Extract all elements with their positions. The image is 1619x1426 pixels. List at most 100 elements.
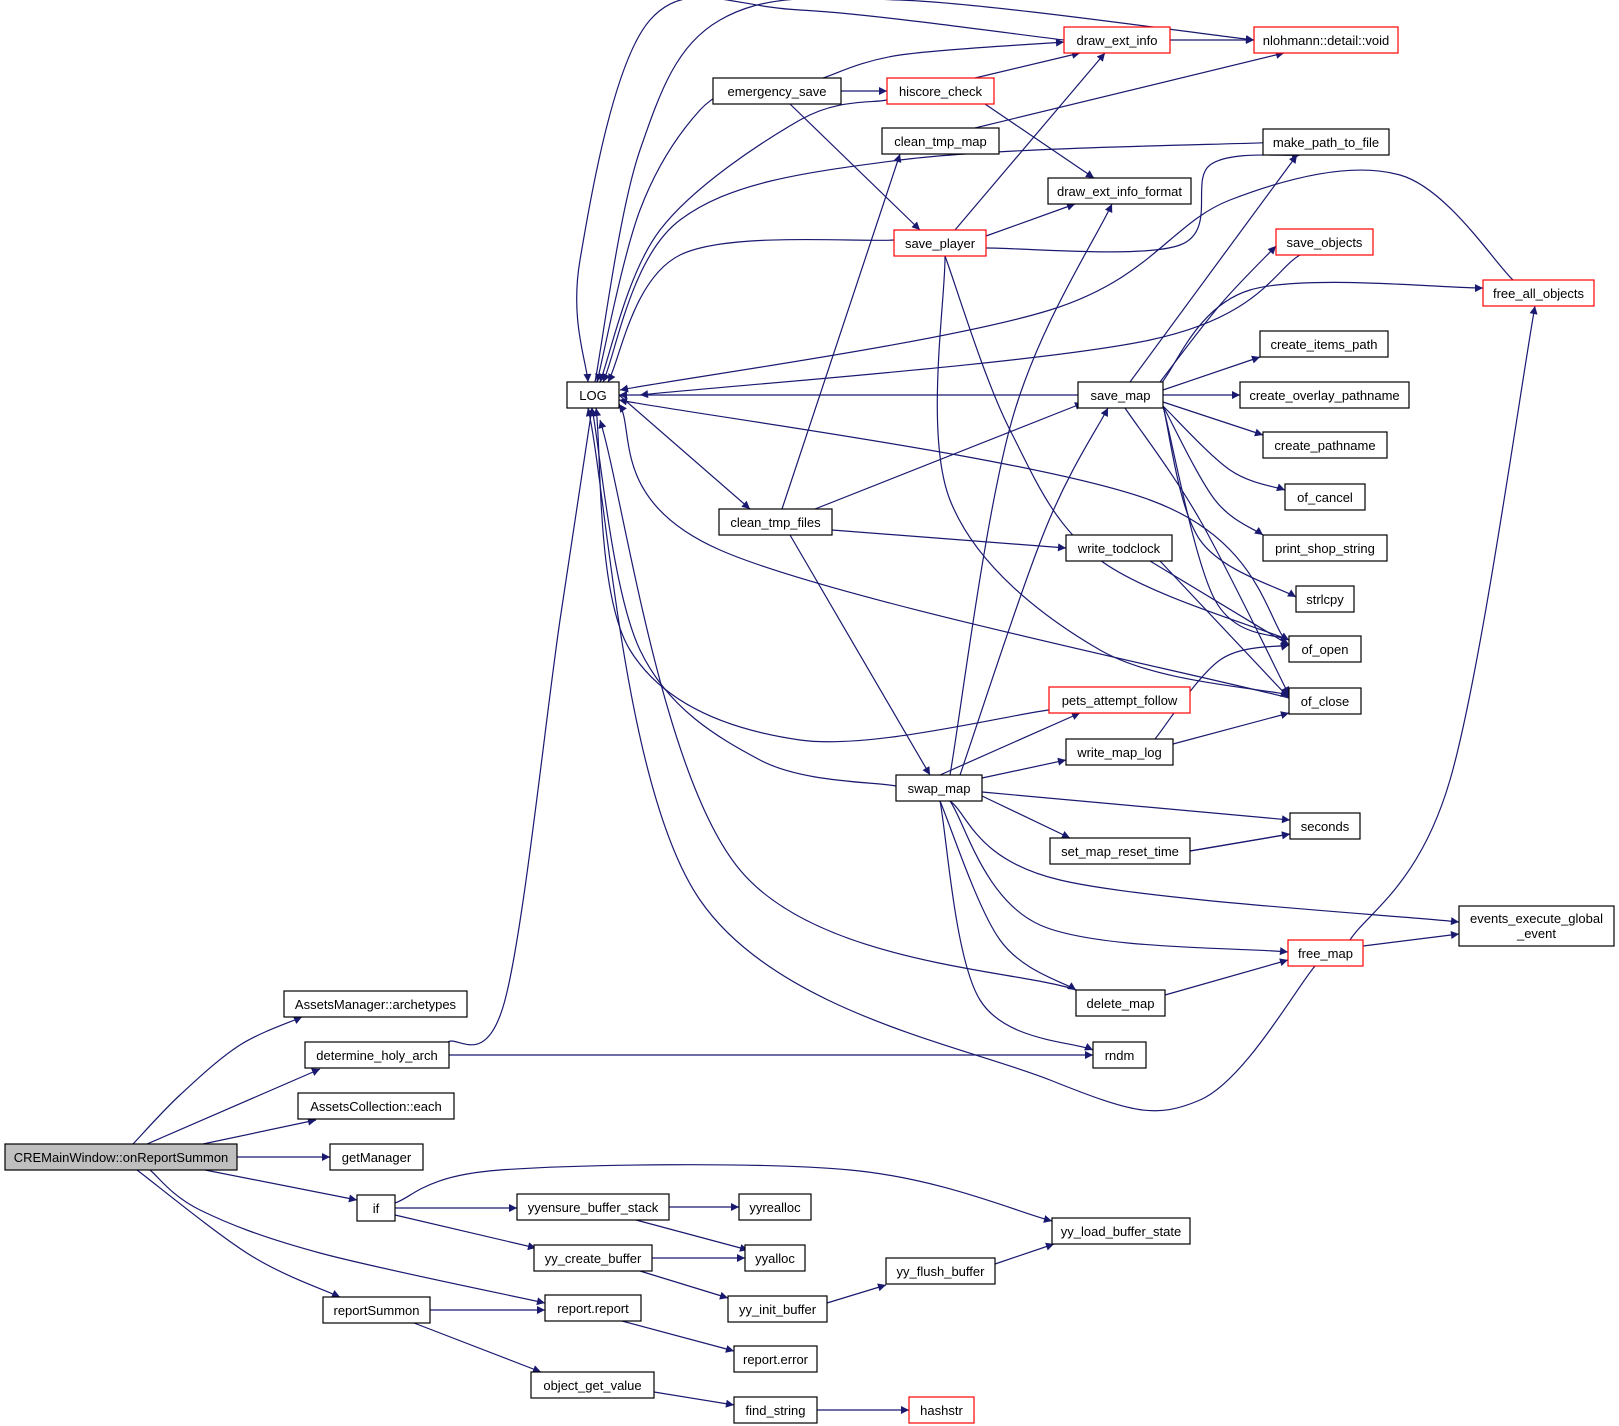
node-holy[interactable]: determine_holy_arch — [304, 1041, 450, 1069]
node-box — [304, 1041, 450, 1069]
node-error[interactable]: report.error — [733, 1345, 818, 1373]
node-reportSummon[interactable]: reportSummon — [322, 1296, 431, 1324]
node-label: save_map — [1091, 388, 1151, 403]
node-box — [4, 1143, 238, 1171]
edge-ogv-to-find_string — [653, 1391, 735, 1408]
edges-layer — [132, 0, 1538, 1414]
node-box — [1458, 905, 1615, 947]
edge-free_map-to-free_all — [1349, 305, 1538, 941]
node-clean_tmp_map[interactable]: clean_tmp_map — [881, 127, 1000, 155]
node-label: swap_map — [908, 781, 971, 796]
edge-report-to-error — [621, 1320, 735, 1353]
node-of_close[interactable]: of_close — [1288, 687, 1362, 715]
node-label: create_overlay_pathname — [1249, 388, 1399, 403]
node-box — [712, 77, 842, 105]
node-nlohmann[interactable]: nlohmann::detail::void — [1253, 26, 1399, 54]
node-root[interactable]: CREMainWindow::onReportSummon — [4, 1143, 238, 1171]
node-box — [544, 1294, 642, 1322]
node-archetypes[interactable]: AssetsManager::archetypes — [283, 990, 468, 1018]
node-swap_map[interactable]: swap_map — [895, 774, 983, 802]
node-find_string[interactable]: find_string — [733, 1396, 818, 1424]
node-wml[interactable]: write_map_log — [1065, 738, 1174, 766]
node-yfb[interactable]: yy_flush_buffer — [885, 1257, 996, 1285]
node-ylbs[interactable]: yy_load_buffer_state — [1051, 1217, 1191, 1245]
node-label: nlohmann::detail::void — [1263, 33, 1389, 48]
node-hashstr[interactable]: hashstr — [908, 1396, 975, 1424]
node-cpn[interactable]: create_pathname — [1262, 431, 1388, 459]
node-label: free_map — [1298, 946, 1353, 961]
node-cip[interactable]: create_items_path — [1259, 330, 1389, 358]
node-label: reportSummon — [334, 1303, 420, 1318]
node-each[interactable]: AssetsCollection::each — [297, 1092, 455, 1120]
edge-save_map-to-save_objects — [1159, 245, 1277, 383]
node-box — [1063, 26, 1171, 54]
node-label: create_pathname — [1274, 438, 1375, 453]
edge-clean_tmp_files-to-clean_tmp_map — [781, 153, 902, 510]
node-save_map[interactable]: save_map — [1077, 381, 1164, 409]
edge-save_map-to-pss — [1162, 405, 1264, 536]
node-of_cancel[interactable]: of_cancel — [1284, 483, 1366, 511]
node-make_path[interactable]: make_path_to_file — [1262, 128, 1390, 156]
node-write_todclock[interactable]: write_todclock — [1065, 534, 1173, 562]
node-LOG[interactable]: LOG — [566, 381, 620, 409]
node-seconds[interactable]: seconds — [1289, 812, 1361, 840]
node-rndm[interactable]: rndm — [1092, 1041, 1147, 1069]
node-pss[interactable]: print_shop_string — [1262, 534, 1388, 562]
node-getManager[interactable]: getManager — [329, 1143, 424, 1171]
node-yyrealloc[interactable]: yyrealloc — [738, 1193, 812, 1221]
node-label: object_get_value — [543, 1378, 641, 1393]
node-free_all[interactable]: free_all_objects — [1482, 279, 1595, 307]
node-ycb[interactable]: yy_create_buffer — [533, 1244, 653, 1272]
edge-draw_ext_info-to-LOG — [576, 0, 1065, 383]
node-yib[interactable]: yy_init_buffer — [727, 1295, 828, 1323]
node-label: yyensure_buffer_stack — [528, 1200, 659, 1215]
node-label: pets_attempt_follow — [1062, 693, 1178, 708]
edge-free_map-to-eeg — [1362, 931, 1460, 947]
node-yebs[interactable]: yyensure_buffer_stack — [516, 1193, 670, 1221]
edge-save_player-to-LOG — [607, 238, 895, 383]
edge-free_map-to-LOG — [585, 407, 1316, 1112]
node-box — [881, 127, 1000, 155]
node-box — [727, 1295, 828, 1323]
node-report[interactable]: report.report — [544, 1294, 642, 1322]
node-label-line2: _event — [1516, 926, 1556, 941]
node-if[interactable]: if — [356, 1194, 396, 1222]
node-box — [1288, 687, 1362, 715]
node-emergency[interactable]: emergency_save — [712, 77, 842, 105]
node-cop[interactable]: create_overlay_pathname — [1239, 381, 1410, 409]
node-box — [1259, 330, 1389, 358]
node-strlcpy[interactable]: strlcpy — [1295, 585, 1355, 613]
edge-save_player-to-of_open — [944, 255, 1290, 641]
edge-emergency-to-draw_ext_info — [822, 38, 1065, 79]
edge-swap_map-to-delete_map — [939, 800, 1077, 991]
node-label: report.error — [743, 1352, 809, 1367]
node-delete_map[interactable]: delete_map — [1075, 989, 1166, 1017]
node-free_map[interactable]: free_map — [1287, 939, 1364, 967]
node-of_open[interactable]: of_open — [1288, 635, 1362, 663]
edge-of_close-to-LOG — [618, 403, 1290, 699]
node-save_player[interactable]: save_player — [893, 229, 987, 257]
edge-swap_map-to-pets — [939, 712, 1081, 776]
node-clean_tmp_files[interactable]: clean_tmp_files — [718, 508, 833, 536]
node-ogv[interactable]: object_get_value — [530, 1371, 655, 1399]
node-draw_ext_info[interactable]: draw_ext_info — [1063, 26, 1171, 54]
node-hiscore[interactable]: hiscore_check — [886, 77, 995, 105]
node-def[interactable]: draw_ext_info_format — [1047, 177, 1192, 205]
edge-save_map-to-of_close — [1124, 407, 1290, 696]
edge-root-to-report — [149, 1169, 546, 1306]
edge-free_all-to-LOG — [619, 169, 1514, 393]
edge-save_map-to-strlcpy — [1162, 405, 1297, 598]
node-smrt[interactable]: set_map_reset_time — [1049, 837, 1191, 865]
node-pets[interactable]: pets_attempt_follow — [1048, 686, 1191, 714]
node-save_objects[interactable]: save_objects — [1275, 228, 1374, 256]
node-label: getManager — [342, 1150, 412, 1165]
node-eeg[interactable]: events_execute_global_event — [1458, 905, 1615, 947]
edge-hiscore-to-draw_ext_info — [974, 50, 1081, 79]
node-label: delete_map — [1087, 996, 1155, 1011]
node-yyalloc[interactable]: yyalloc — [744, 1244, 806, 1272]
node-label: clean_tmp_files — [730, 515, 821, 530]
edge-swap_map-to-free_map — [949, 800, 1289, 956]
node-label: draw_ext_info_format — [1057, 184, 1182, 199]
edge-reportSummon-to-ogv — [413, 1322, 542, 1373]
